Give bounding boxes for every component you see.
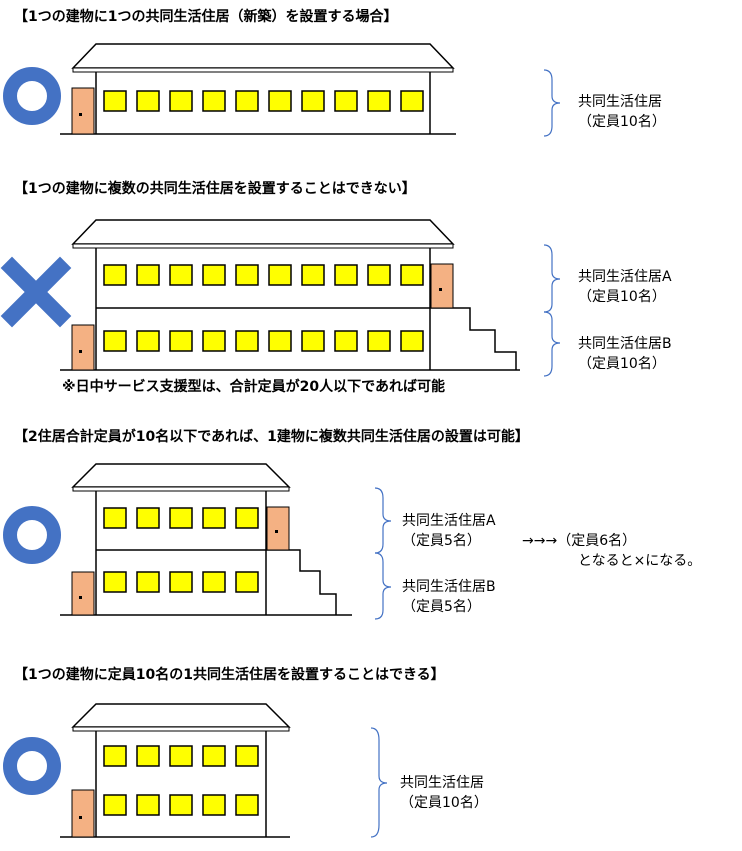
ok-circle-symbol [3,67,61,125]
capacity-b-label: （定員5名） [402,599,481,615]
residence-a-label: 共同生活住居A [402,513,496,529]
section-1-heading: 【1つの建物に1つの共同生活住居（新築）を設置する場合】 [14,9,398,25]
door-lower [71,571,95,616]
brace-b [374,552,392,620]
door-upper [430,263,454,309]
footnote: ※日中サービス支援型は、合計定員が20人以下であれば可能 [62,379,445,395]
residence-b-label: 共同生活住居B [402,579,496,595]
window-row-lower [103,330,424,352]
building-two-floors-ten [60,219,520,371]
residence-label: 共同生活住居 [578,94,662,110]
door-lower [71,324,95,371]
window-row-lower [103,571,259,593]
brace-b [543,311,561,377]
section-3-heading: 【2住居合計定員が10名以下であれば、1建物に複数共同生活住居の設置は可能】 [14,429,529,445]
brace [543,69,561,137]
ng-cross-symbol [0,256,72,328]
window-row-upper [103,264,424,286]
building-two-floors-five [60,463,352,616]
stairs [430,307,517,370]
brace-a [543,244,561,313]
arrow-capacity-text: →→→（定員6名） [522,533,637,549]
door [71,87,95,135]
brace [370,727,388,838]
door [71,789,95,838]
residence-label: 共同生活住居 [400,775,484,791]
building-two-floors-single-unit [60,703,291,838]
arrow-result-text: となると×になる。 [578,553,702,569]
door-upper [266,506,290,551]
capacity-label: （定員10名） [400,795,488,811]
capacity-a-label: （定員10名） [578,289,666,305]
capacity-b-label: （定員10名） [578,356,666,372]
residence-b-label: 共同生活住居B [578,336,672,352]
capacity-label: （定員10名） [578,114,666,130]
section-2-heading: 【1つの建物に複数の共同生活住居を設置することはできない】 [14,181,416,197]
building-single-floor [60,43,456,135]
stairs [266,549,337,615]
window-row-upper [103,745,259,767]
section-4-heading: 【1つの建物に定員10名の1共同生活住居を設置することはできる】 [14,667,445,683]
capacity-a-label: （定員5名） [402,533,481,549]
residence-a-label: 共同生活住居A [578,269,672,285]
window-row [103,90,424,112]
ok-circle-symbol [3,506,61,564]
ok-circle-symbol [3,737,61,795]
window-row-lower [103,794,259,816]
brace-a [374,487,392,554]
window-row-upper [103,507,259,529]
